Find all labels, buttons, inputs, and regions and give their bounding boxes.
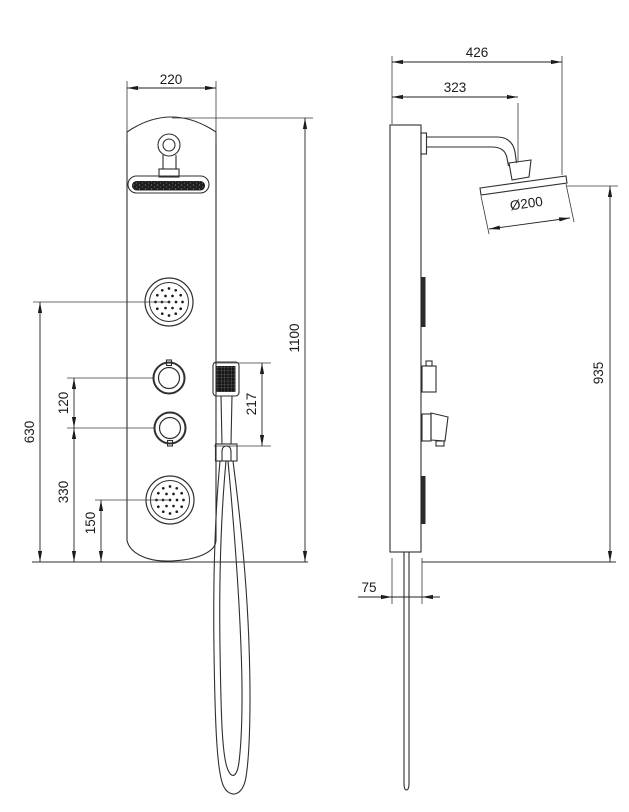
diverter-knob-upper [152, 359, 186, 395]
dim-panel-width-label: 220 [160, 72, 183, 87]
dim-knob-spacing: 120 [56, 377, 154, 429]
front-dimensions: 220 1100 630 120 330 150 [22, 72, 313, 562]
upper-jet-side [421, 277, 426, 327]
dim-arm-reach-label: 323 [444, 80, 467, 95]
side-view [389, 124, 616, 791]
dim-upper-jet-height: 630 [22, 301, 169, 562]
rain-shower-head-front [127, 133, 210, 194]
dim-knob-spacing-label: 120 [56, 392, 71, 415]
dim-lower-knob-height: 330 [56, 428, 77, 562]
spray-face [132, 181, 205, 191]
dim-overall-height: 1100 [172, 117, 313, 562]
dim-lower-jet-height: 150 [83, 499, 170, 562]
hand-shower-hose-front [213, 460, 251, 795]
dim-overall-depth-label: 426 [466, 45, 489, 60]
lower-jet-side [421, 476, 426, 524]
dim-arm-reach: 323 [392, 80, 519, 162]
dim-panel-width: 220 [126, 72, 217, 143]
panel-side [389, 124, 422, 553]
dim-hand-shower-length-label: 217 [244, 393, 259, 416]
panel-outline [126, 116, 217, 562]
dim-panel-top-height: 935 [567, 185, 618, 562]
side-dimensions: 426 323 Ø200 935 75 [358, 45, 618, 604]
rain-shower-head-side [479, 175, 568, 196]
dim-lower-knob-height-label: 330 [56, 481, 71, 504]
arm-nut [508, 159, 532, 181]
dim-head-diameter-label: Ø200 [509, 194, 544, 213]
dim-panel-top-height-label: 935 [591, 362, 606, 385]
hand-shower-side [421, 412, 449, 447]
diverter-knob-lower [153, 411, 187, 447]
knob-upper-side [421, 360, 437, 393]
dim-hand-shower-length: 217 [214, 362, 271, 447]
dim-panel-depth: 75 [358, 558, 440, 604]
dim-overall-depth: 426 [391, 45, 563, 175]
hand-shower-front [212, 361, 240, 462]
dim-upper-jet-height-label: 630 [22, 421, 37, 444]
hand-shower-hose-side [403, 552, 410, 791]
shower-arm-side [420, 132, 532, 181]
dim-head-diameter: Ø200 [480, 183, 575, 235]
front-view [32, 116, 308, 795]
dim-lower-jet-height-label: 150 [83, 512, 98, 535]
dim-panel-depth-label: 75 [361, 580, 376, 595]
dim-overall-height-label: 1100 [287, 323, 302, 352]
